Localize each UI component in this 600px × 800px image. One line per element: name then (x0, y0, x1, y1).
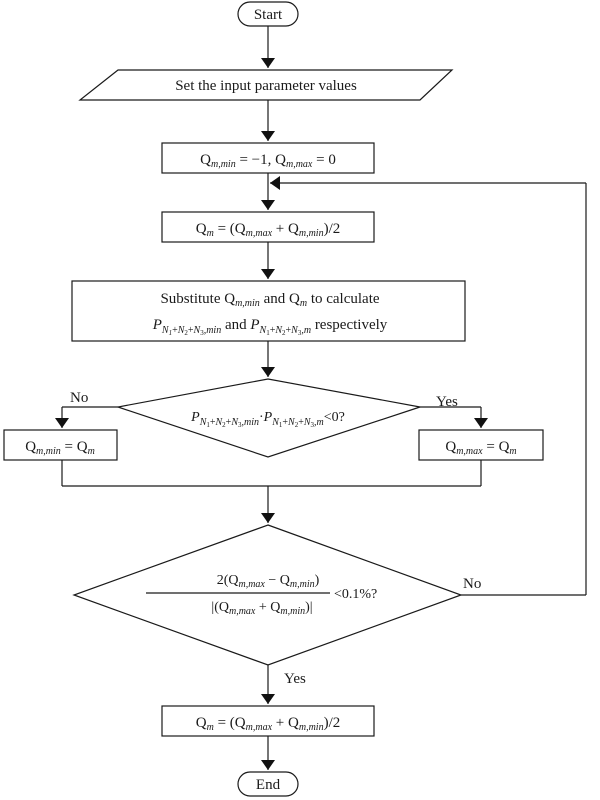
label-no2: No (463, 576, 481, 592)
final-qm-formula: Qm = (Qm,max + Qm,min)/2 (196, 715, 341, 733)
decision2-threshold: <0.1%? (334, 587, 377, 602)
right-update-formula: Qm,max = Qm (445, 439, 516, 457)
substitute-line2: PN1+N2+N3,min and PN1+N2+N3,m respective… (152, 317, 388, 337)
decision2-diamond (72, 524, 463, 666)
start-label: Start (254, 7, 283, 23)
label-yes1: Yes (436, 394, 458, 410)
end-label: End (256, 777, 281, 793)
decision1-diamond (115, 378, 421, 458)
decision2-denominator: |(Qm,max + Qm,min)| (211, 600, 312, 617)
init-formula: Qm,min = −1, Qm,max = 0 (200, 152, 336, 170)
label-yes2: Yes (284, 671, 306, 687)
left-update-formula: Qm,min = Qm (25, 439, 95, 457)
calc-qm-formula: Qm = (Qm,max + Qm,min)/2 (196, 221, 341, 239)
substitute-line1: Substitute Qm,min and Qm to calculate (160, 291, 379, 309)
input-label: Set the input parameter values (175, 78, 357, 94)
init-box (161, 142, 375, 174)
left-update-box (3, 429, 118, 461)
decision1-formula: PN1+N2+N3,min·PN1+N2+N3,m<0? (190, 410, 345, 429)
label-no1: No (70, 390, 88, 406)
right-update-box (418, 429, 544, 461)
end-terminal (237, 771, 299, 797)
input-parallelogram (78, 69, 454, 101)
decision2-numerator: 2(Qm,max − Qm,min) (217, 573, 320, 590)
substitute-box (71, 280, 466, 342)
